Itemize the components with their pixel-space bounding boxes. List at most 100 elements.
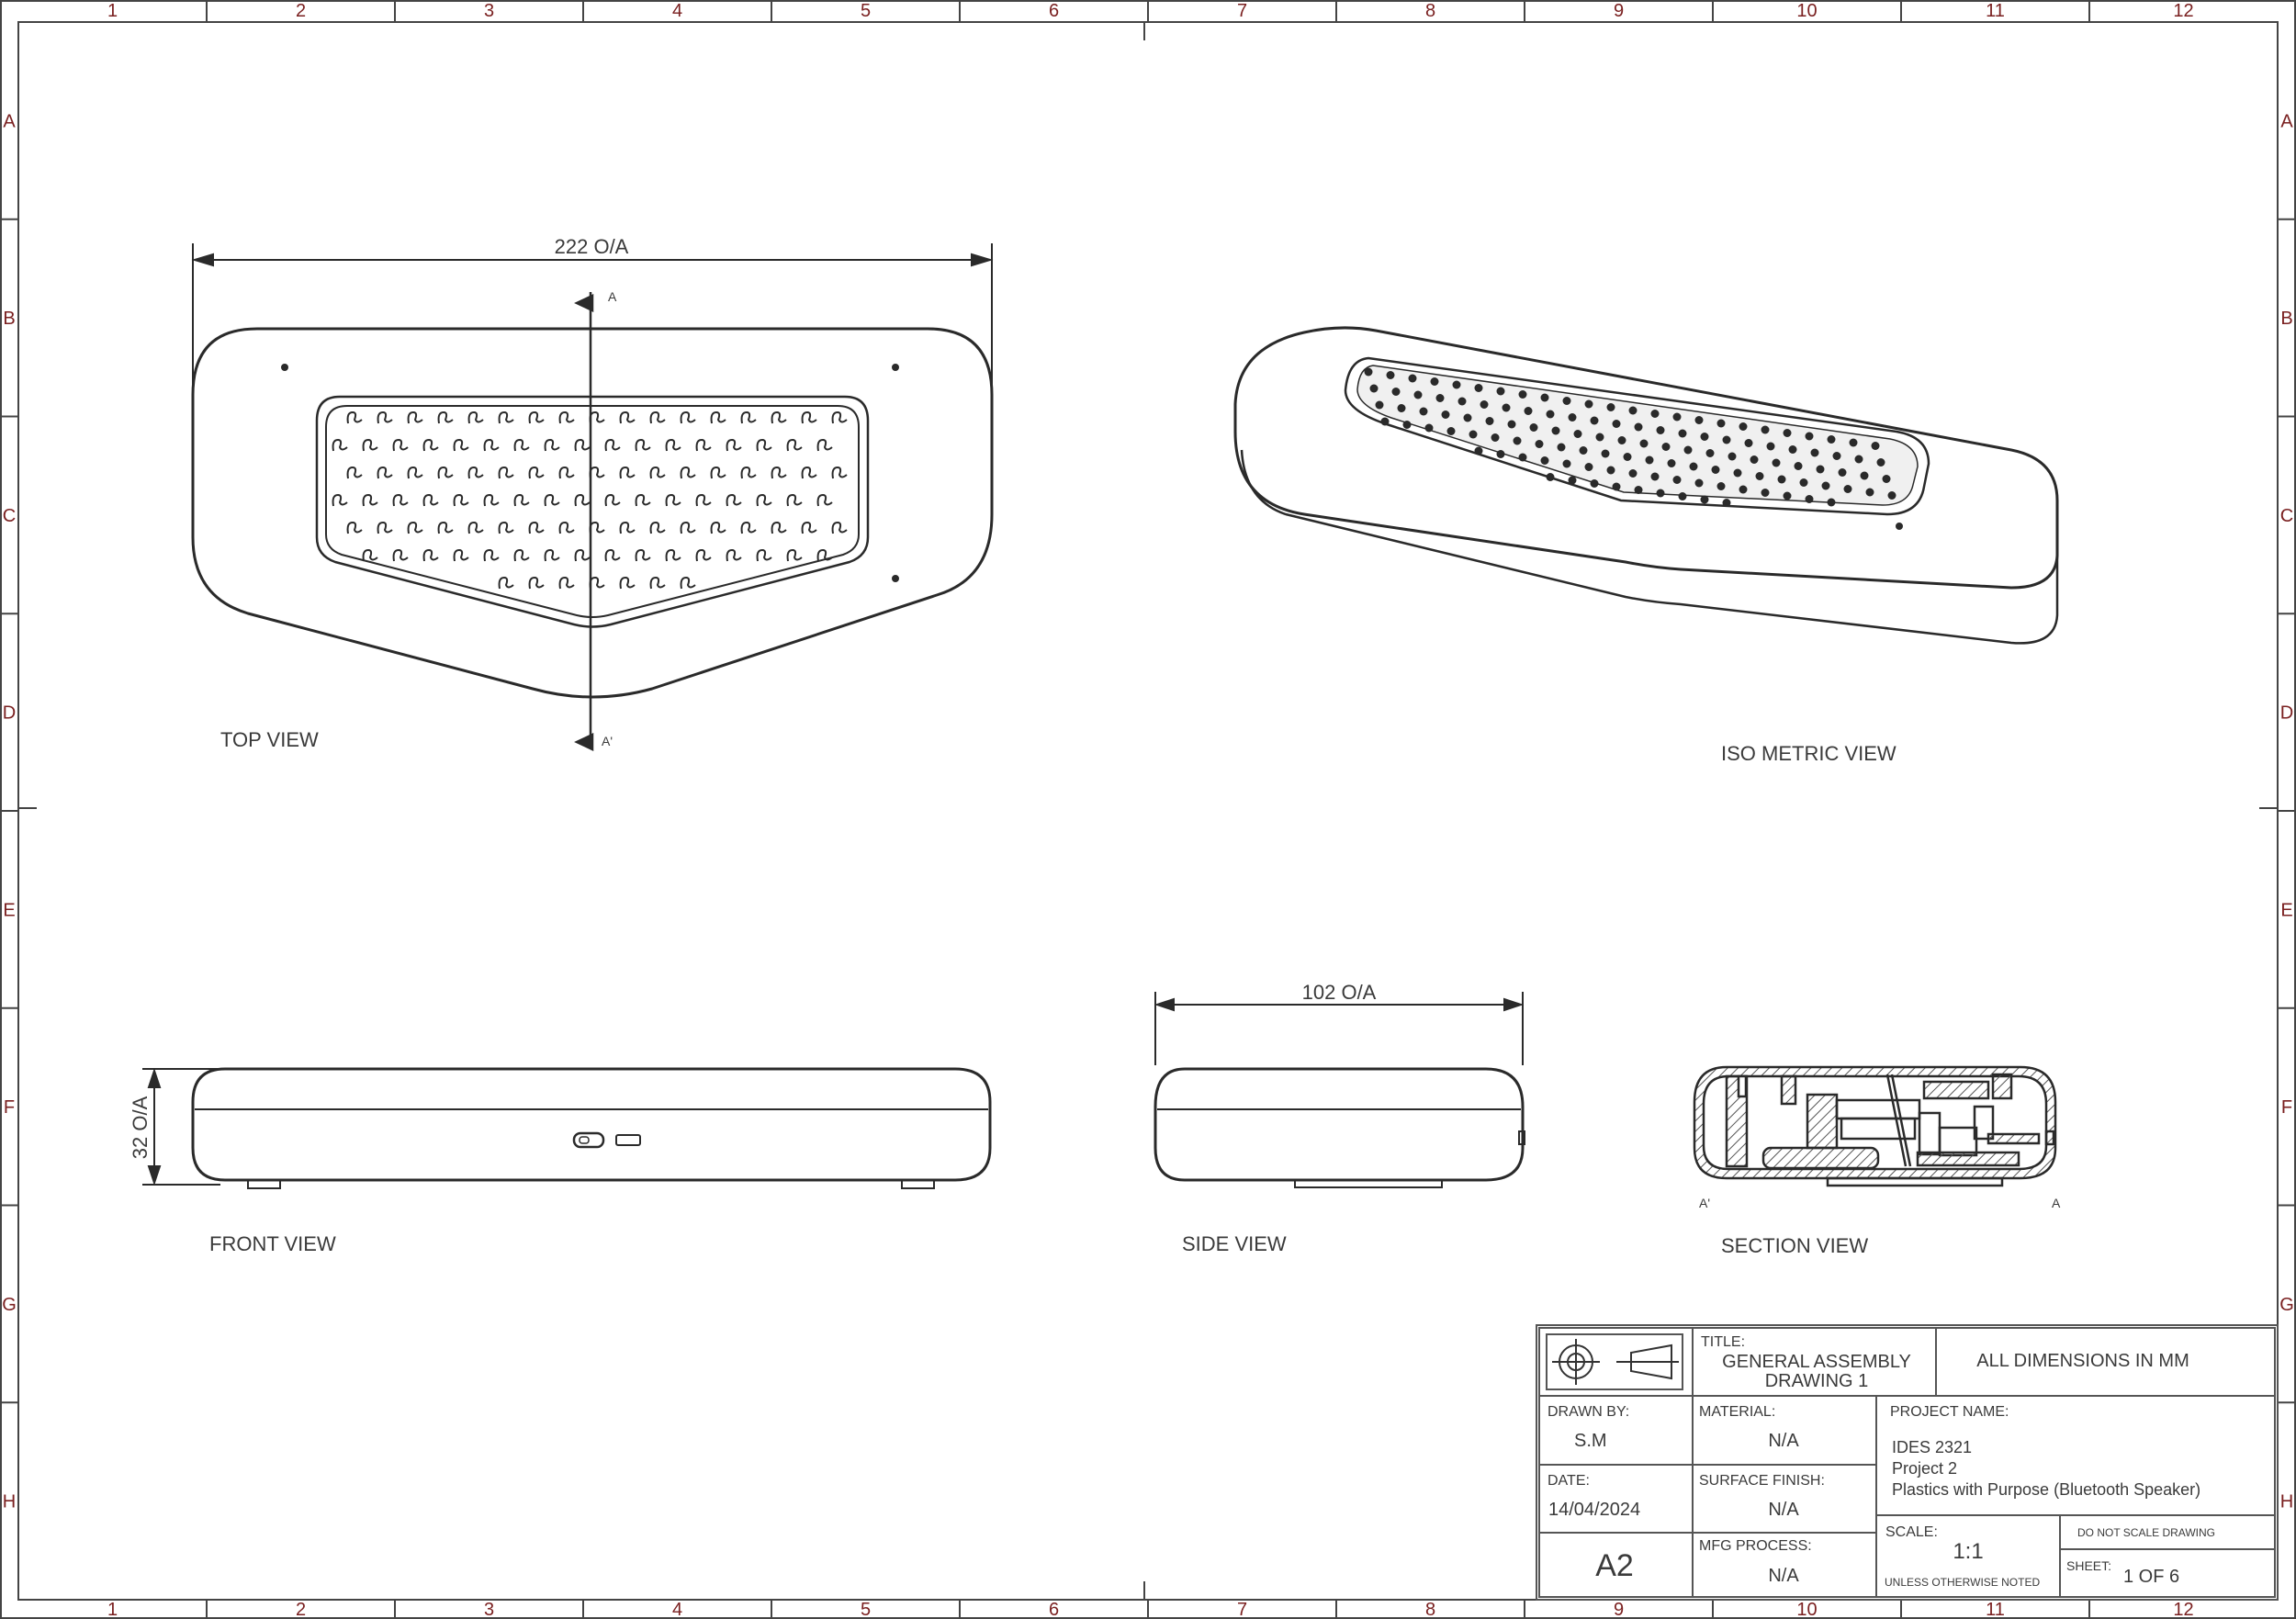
grille-hole (498, 521, 514, 534)
iso-grille-hole (1860, 471, 1869, 480)
zone-row-label: B (3, 309, 15, 329)
grille-hole (710, 410, 726, 424)
title-block (1536, 1324, 2279, 1601)
grille-hole (437, 521, 454, 534)
iso-grille-hole (1838, 468, 1847, 477)
iso-grille-hole (1628, 469, 1638, 478)
grille-hole (346, 410, 363, 424)
date-value: 14/04/2024 (1548, 1500, 1640, 1520)
iso-grille-hole (1452, 380, 1461, 389)
zone-column-label: 11 (1986, 1, 2005, 21)
iso-grille-hole (1843, 485, 1852, 493)
iso-grille-hole (1435, 394, 1445, 402)
iso-grille-hole (1700, 433, 1709, 441)
top-view (191, 327, 994, 699)
grille-hole (695, 493, 712, 507)
iso-grille-hole (1739, 485, 1748, 494)
zone-row-label: B (2280, 309, 2292, 329)
grille-hole (528, 466, 545, 479)
grille-hole (635, 493, 651, 507)
iso-grille-hole (1799, 478, 1808, 487)
grille-hole (407, 521, 423, 534)
grille-hole (635, 548, 651, 562)
iso-grille-hole (1722, 499, 1731, 507)
sheet-label: SHEET: (2066, 1558, 2111, 1573)
iso-grille-hole (1849, 438, 1858, 447)
grille-hole (422, 548, 439, 562)
iso-grille-hole (1557, 443, 1566, 452)
zone-column-label: 11 (1986, 1600, 2005, 1619)
section-mark-a: A (2052, 1196, 2061, 1210)
grille-hole (467, 410, 484, 424)
grille-hole (558, 576, 575, 590)
zone-column-label: 3 (484, 1, 494, 21)
iso-grille-hole (1584, 399, 1593, 409)
iso-grille-hole (1623, 453, 1632, 461)
grille-hole (649, 466, 666, 479)
zone-row-label: G (2279, 1295, 2294, 1315)
date-label: DATE: (1548, 1473, 1590, 1489)
iso-grille-hole (1551, 426, 1560, 435)
iso-grille-hole (1656, 489, 1665, 498)
iso-grille-hole (1474, 446, 1483, 455)
iso-grille-hole (1568, 476, 1577, 485)
iso-bottom-edge (1240, 449, 2059, 645)
grille-hole (604, 493, 621, 507)
iso-view (1233, 326, 2059, 645)
iso-grille-hole (1678, 492, 1687, 500)
grille-hole (756, 493, 772, 507)
grille-hole (558, 410, 575, 424)
front-view (191, 1067, 992, 1189)
grille-hole (786, 548, 803, 562)
iso-grille-hole (1788, 445, 1797, 454)
iso-grille-hole (1694, 478, 1704, 488)
iso-grille-hole (1750, 455, 1759, 464)
iso-grille-hole (1529, 423, 1538, 432)
iso-grille-hole (1672, 476, 1682, 484)
zone-column-label: 7 (1237, 1600, 1247, 1619)
grille-hole (467, 521, 484, 534)
iso-grille-hole (1573, 430, 1582, 438)
zone-row-label: D (3, 703, 16, 724)
iso-grille-hole (1628, 406, 1638, 415)
iso-grille-hole (1480, 400, 1489, 409)
zone-row-label: D (2280, 703, 2293, 724)
project-line-2: Project 2 (1892, 1459, 1957, 1478)
zone-column-label: 12 (2173, 1600, 2193, 1619)
grille-hole (665, 548, 681, 562)
zone-column-label: 9 (1614, 1, 1624, 21)
grille-hole (816, 548, 833, 562)
iso-grille-hole (1634, 486, 1643, 494)
iso-grille-hole (1518, 390, 1527, 399)
iso-grille-hole (1375, 400, 1384, 410)
section-mark-a-top: A (608, 289, 617, 304)
grille-hole (665, 493, 681, 507)
grille-hole (786, 438, 803, 452)
iso-grille-hole (1728, 452, 1737, 461)
grille-hole (680, 410, 696, 424)
title-line-2: DRAWING 1 (1765, 1371, 1869, 1391)
grille-hole (544, 438, 560, 452)
iso-grille-hole (1391, 388, 1401, 396)
grille-hole (498, 466, 514, 479)
iso-grille-hole (1469, 430, 1478, 439)
grille-hole (407, 410, 423, 424)
section-view (1693, 1065, 2057, 1187)
iso-grille-hole (1430, 377, 1439, 386)
grille-hole (771, 466, 787, 479)
grille-hole (695, 438, 712, 452)
grille-hole (346, 521, 363, 534)
iso-grille-hole (1854, 455, 1863, 464)
zone-column-label: 4 (672, 1, 682, 21)
zone-column-label: 6 (1049, 1, 1059, 21)
top-width-label: 222 O/A (555, 235, 629, 258)
grille-inner (325, 405, 860, 618)
usb-port (572, 1131, 605, 1149)
iso-grille-hole (1650, 410, 1660, 418)
iso-grille-hole (1562, 397, 1571, 405)
grille-hole (816, 438, 833, 452)
zone-column-label: 5 (861, 1600, 871, 1619)
grille-hole (544, 548, 560, 562)
